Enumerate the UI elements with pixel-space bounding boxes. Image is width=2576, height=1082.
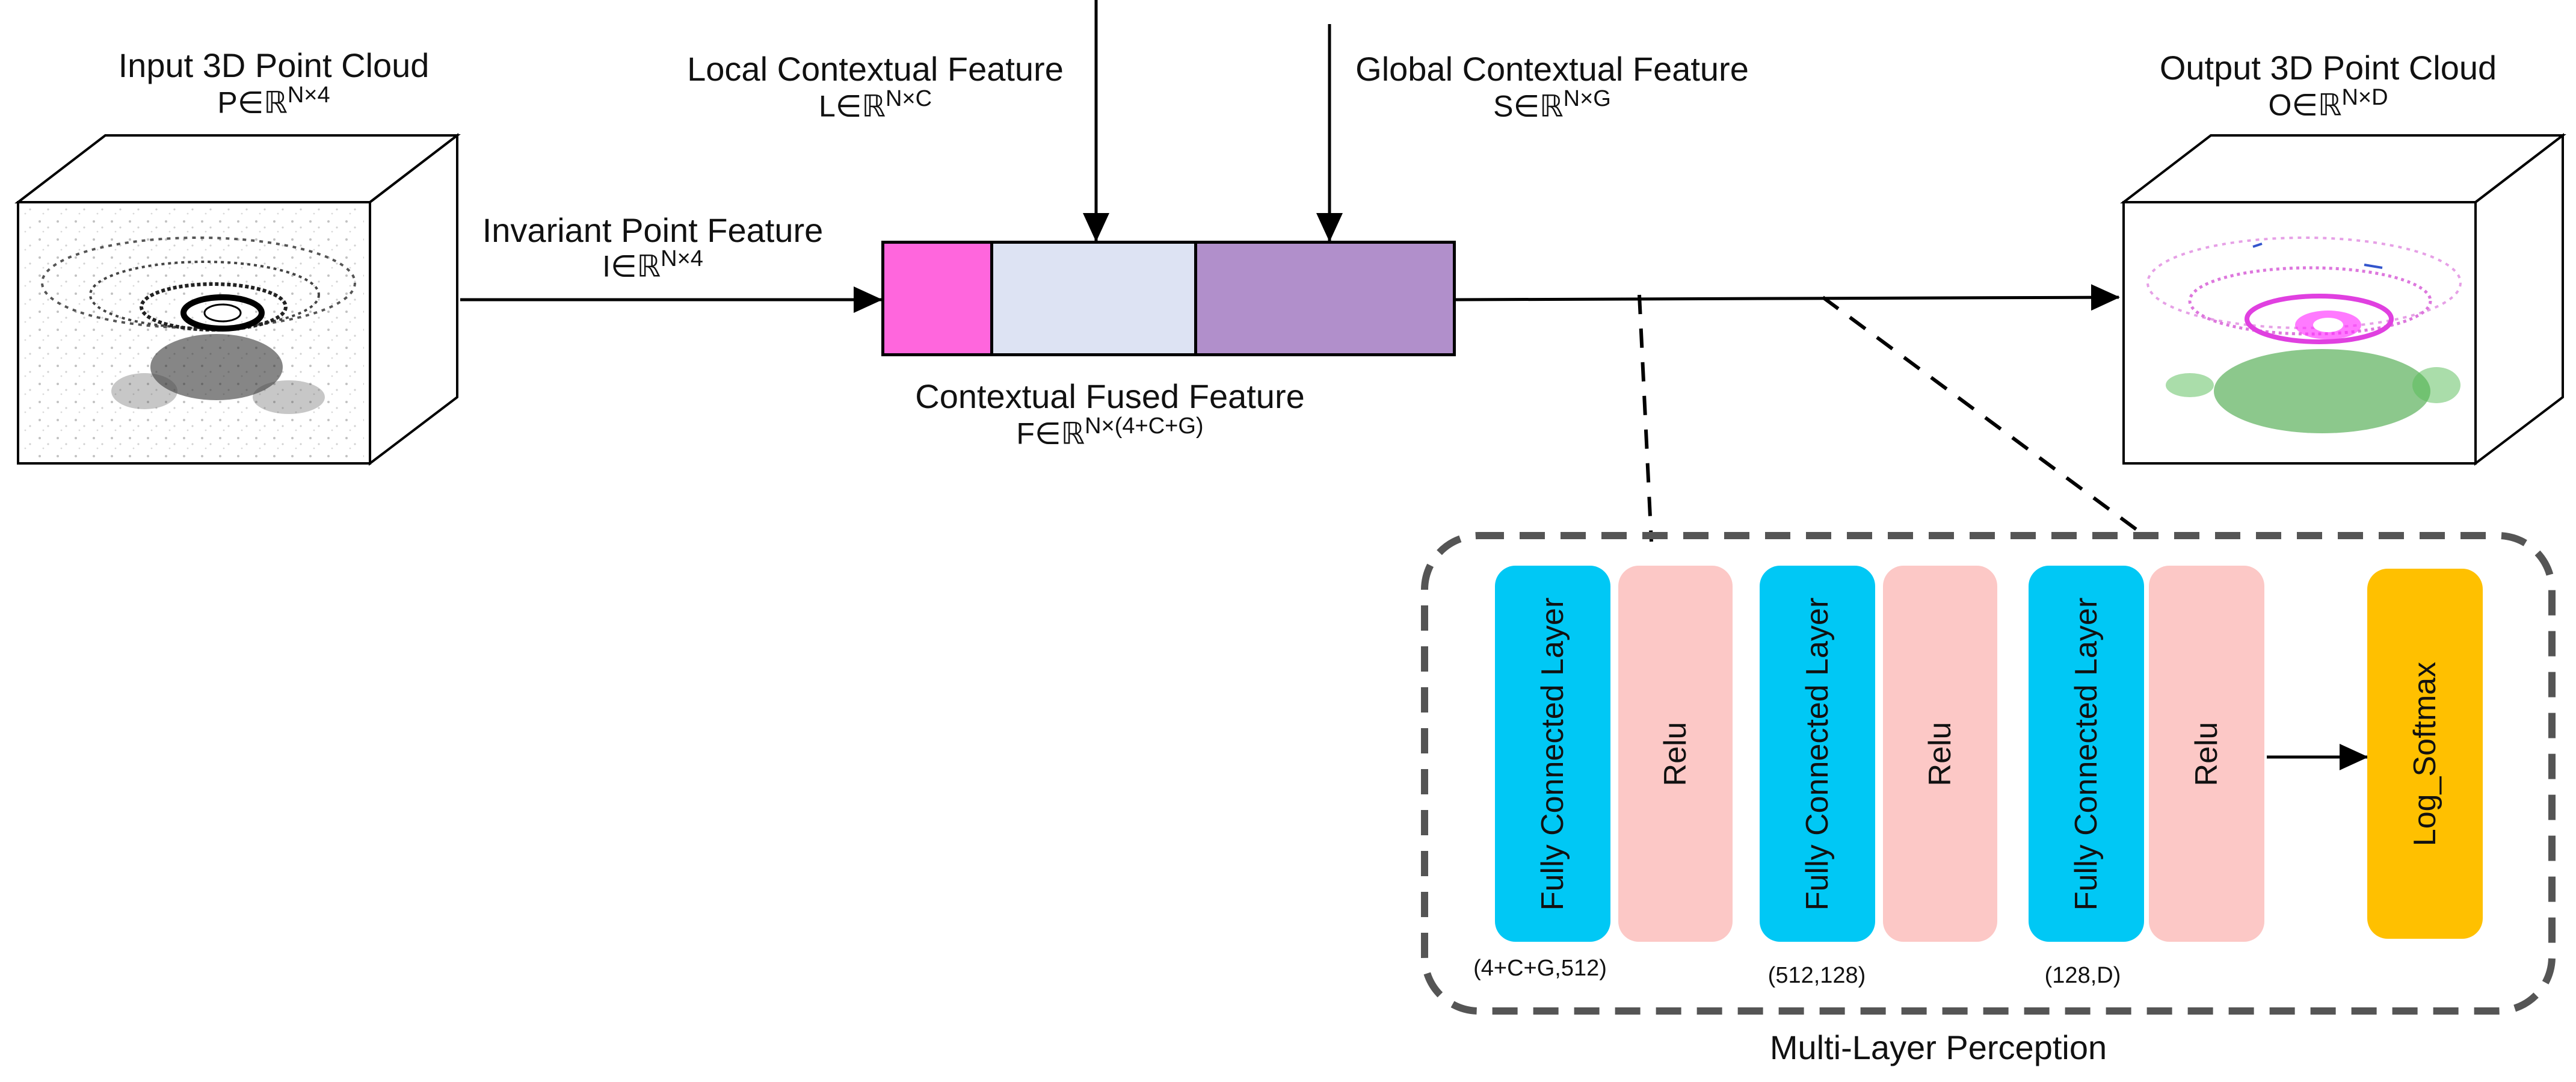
local-formula-base: L∈ℝ <box>818 89 886 123</box>
log-softmax: Log_Softmax <box>2367 569 2483 939</box>
fc-layer-2-label: Fully Connected Layer <box>1800 597 1835 910</box>
fc-layer-3-label: Fully Connected Layer <box>2069 597 2104 910</box>
local-formula-sup: N×C <box>885 86 932 111</box>
relu-1: Relu <box>1618 566 1733 942</box>
global-formula-base: S∈ℝ <box>1493 89 1564 123</box>
log-softmax-label: Log_Softmax <box>2408 661 2442 846</box>
output-formula-sup: N×D <box>2341 85 2388 110</box>
dim-label-3: (128,D) <box>2044 963 2121 988</box>
fc-layer-3: Fully Connected Layer <box>2029 566 2144 942</box>
fused-formula-sup: N×(4+C+G) <box>1085 413 1204 439</box>
dim-label-2: (512,128) <box>1767 963 1866 988</box>
fc-layer-1: Fully Connected Layer <box>1495 566 1610 942</box>
output-formula: O∈ℝN×D <box>2268 84 2388 122</box>
local-formula: L∈ℝN×C <box>819 85 932 123</box>
fc-layer-1-label: Fully Connected Layer <box>1535 597 1570 910</box>
invariant-title: Invariant Point Feature <box>482 211 824 249</box>
dim-label-1: (4+C+G,512) <box>1473 956 1607 981</box>
input-formula: P∈ℝN×4 <box>217 82 330 120</box>
input-title: Input 3D Point Cloud <box>118 46 430 84</box>
invariant-segment <box>881 241 993 356</box>
invariant-formula: I∈ℝN×4 <box>602 246 703 283</box>
fc-layer-2: Fully Connected Layer <box>1760 566 1875 942</box>
local-title: Local Contextual Feature <box>687 50 1064 88</box>
output-formula-base: O∈ℝ <box>2268 88 2342 122</box>
global-segment <box>1194 241 1456 356</box>
fused-formula: F∈ℝN×(4+C+G) <box>1016 413 1203 451</box>
relu-1-label: Relu <box>1658 722 1693 786</box>
local-segment <box>990 241 1197 356</box>
global-formula-sup: N×G <box>1563 86 1611 111</box>
invariant-formula-sup: N×4 <box>661 246 703 271</box>
mlp-dashed-border <box>1421 532 2556 1015</box>
output-point-cloud-cube <box>2120 132 2566 466</box>
mlp-title: Multi-Layer Perception <box>1769 1028 2107 1066</box>
zoom-line-left <box>1638 294 1653 542</box>
output-point-cloud-image <box>2146 236 2462 433</box>
input-formula-base: P∈ℝ <box>217 85 288 120</box>
invariant-formula-base: I∈ℝ <box>602 249 661 283</box>
input-point-cloud-image <box>24 208 364 457</box>
global-formula: S∈ℝN×G <box>1493 85 1611 123</box>
input-point-cloud-cube <box>14 132 461 466</box>
relu-3: Relu <box>2149 566 2264 942</box>
relu-3-label: Relu <box>2189 722 2224 786</box>
zoom-line-right <box>1822 295 2146 537</box>
fused-title: Contextual Fused Feature <box>915 377 1305 415</box>
relu-2: Relu <box>1883 566 1997 942</box>
fused-to-output-arrow <box>1455 284 2120 311</box>
input-formula-sup: N×4 <box>287 82 330 108</box>
global-title: Global Contextual Feature <box>1355 50 1749 88</box>
fused-formula-base: F∈ℝ <box>1016 416 1085 451</box>
output-title: Output 3D Point Cloud <box>2159 49 2497 87</box>
relu-2-label: Relu <box>1923 722 1958 786</box>
